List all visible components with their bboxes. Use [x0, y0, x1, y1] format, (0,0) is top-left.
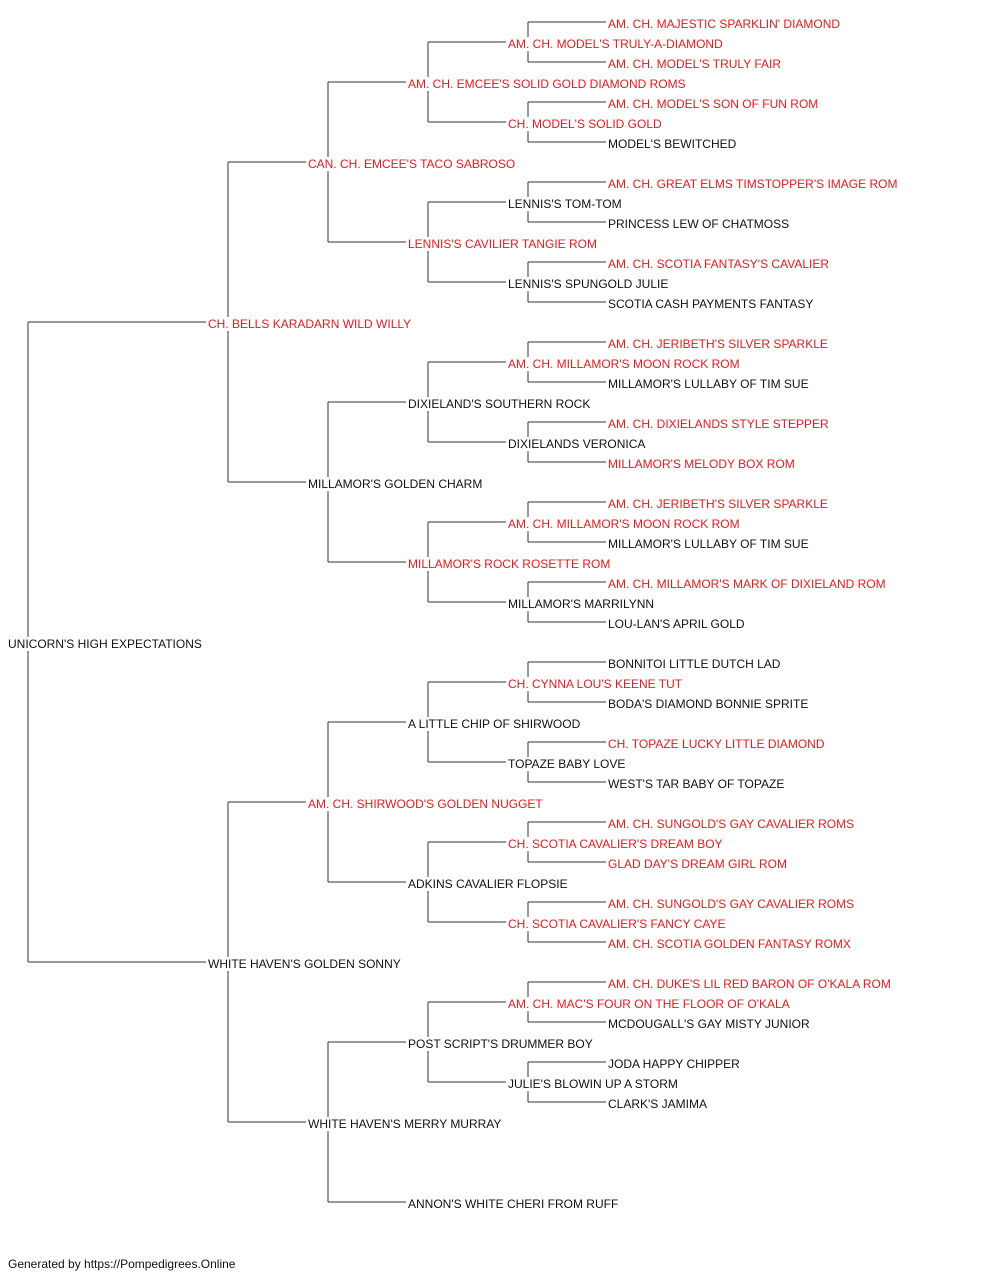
pedigree-entry-gen-5: AM. CH. SCOTIA FANTASY'S CAVALIER: [607, 257, 831, 271]
pedigree-entry-gen-5: BONNITOI LITTLE DUTCH LAD: [607, 657, 782, 671]
footer-credit: Generated by https://Pompedigrees.Online: [8, 1257, 236, 1271]
pedigree-entry-gen-2: AM. CH. SHIRWOOD'S GOLDEN NUGGET: [307, 797, 544, 811]
pedigree-entry-gen-5: AM. CH. MODEL'S TRULY FAIR: [607, 57, 782, 71]
pedigree-entry-gen-3: ADKINS CAVALIER FLOPSIE: [407, 877, 569, 891]
pedigree-entry-gen-3: A LITTLE CHIP OF SHIRWOOD: [407, 717, 582, 731]
pedigree-entry-gen-5: AM. CH. SCOTIA GOLDEN FANTASY ROMX: [607, 937, 852, 951]
pedigree-entry-gen-3: MILLAMOR'S ROCK ROSETTE ROM: [407, 557, 612, 571]
pedigree-entry-gen-4: MILLAMOR'S MARRILYNN: [507, 597, 656, 611]
pedigree-entry-gen-4: AM. CH. MAC'S FOUR ON THE FLOOR OF O'KAL…: [507, 997, 791, 1011]
pedigree-entry-gen-4: CH. MODEL'S SOLID GOLD: [507, 117, 663, 131]
pedigree-entry-gen-5: WEST'S TAR BABY OF TOPAZE: [607, 777, 786, 791]
pedigree-entry-gen-5: AM. CH. GREAT ELMS TIMSTOPPER'S IMAGE RO…: [607, 177, 899, 191]
pedigree-entry-gen-3: DIXIELAND'S SOUTHERN ROCK: [407, 397, 592, 411]
pedigree-entry-gen-4: DIXIELANDS VERONICA: [507, 437, 647, 451]
pedigree-entry-gen-4: JULIE'S BLOWIN UP A STORM: [507, 1077, 679, 1091]
pedigree-entry-gen-2: CAN. CH. EMCEE'S TACO SABROSO: [307, 157, 517, 171]
pedigree-entry-gen-2: MILLAMOR'S GOLDEN CHARM: [307, 477, 484, 491]
pedigree-entry-gen-5: MILLAMOR'S MELODY BOX ROM: [607, 457, 796, 471]
pedigree-entry-gen-0: UNICORN'S HIGH EXPECTATIONS: [7, 637, 203, 651]
pedigree-entry-gen-1: CH. BELLS KARADARN WILD WILLY: [207, 317, 413, 331]
pedigree-entry-gen-5: MODEL'S BEWITCHED: [607, 137, 738, 151]
pedigree-entry-gen-4: AM. CH. MILLAMOR'S MOON ROCK ROM: [507, 517, 741, 531]
pedigree-entry-gen-4: CH. SCOTIA CAVALIER'S DREAM BOY: [507, 837, 724, 851]
pedigree-entry-gen-3: POST SCRIPT'S DRUMMER BOY: [407, 1037, 594, 1051]
pedigree-entry-gen-5: AM. CH. SUNGOLD'S GAY CAVALIER ROMS: [607, 817, 856, 831]
pedigree-entry-gen-4: LENNIS'S SPUNGOLD JULIE: [507, 277, 670, 291]
pedigree-entry-gen-5: AM. CH. JERIBETH'S SILVER SPARKLE: [607, 497, 829, 511]
pedigree-entry-gen-4: AM. CH. MILLAMOR'S MOON ROCK ROM: [507, 357, 741, 371]
pedigree-entry-gen-5: PRINCESS LEW OF CHATMOSS: [607, 217, 791, 231]
pedigree-entry-gen-2: WHITE HAVEN'S MERRY MURRAY: [307, 1117, 503, 1131]
pedigree-entry-gen-5: MCDOUGALL'S GAY MISTY JUNIOR: [607, 1017, 811, 1031]
pedigree-entry-gen-4: TOPAZE BABY LOVE: [507, 757, 627, 771]
pedigree-entry-gen-5: AM. CH. MAJESTIC SPARKLIN' DIAMOND: [607, 17, 842, 31]
pedigree-entry-gen-5: GLAD DAY'S DREAM GIRL ROM: [607, 857, 788, 871]
pedigree-entry-gen-5: AM. CH. SUNGOLD'S GAY CAVALIER ROMS: [607, 897, 856, 911]
pedigree-entry-gen-3: AM. CH. EMCEE'S SOLID GOLD DIAMOND ROMS: [407, 77, 687, 91]
pedigree-entry-gen-5: CH. TOPAZE LUCKY LITTLE DIAMOND: [607, 737, 826, 751]
pedigree-entry-gen-5: BODA'S DIAMOND BONNIE SPRITE: [607, 697, 810, 711]
pedigree-entry-gen-5: AM. CH. JERIBETH'S SILVER SPARKLE: [607, 337, 829, 351]
pedigree-entry-gen-4: AM. CH. MODEL'S TRULY-A-DIAMOND: [507, 37, 724, 51]
pedigree-entry-gen-5: AM. CH. MODEL'S SON OF FUN ROM: [607, 97, 820, 111]
pedigree-entry-gen-5: JODA HAPPY CHIPPER: [607, 1057, 741, 1071]
pedigree-entry-gen-1: WHITE HAVEN'S GOLDEN SONNY: [207, 957, 402, 971]
pedigree-entry-gen-5: LOU-LAN'S APRIL GOLD: [607, 617, 746, 631]
pedigree-entry-gen-5: MILLAMOR'S LULLABY OF TIM SUE: [607, 537, 810, 551]
pedigree-entry-gen-4: CH. SCOTIA CAVALIER'S FANCY CAYE: [507, 917, 727, 931]
pedigree-entry-gen-5: AM. CH. MILLAMOR'S MARK OF DIXIELAND ROM: [607, 577, 887, 591]
pedigree-entry-gen-3: LENNIS'S CAVILIER TANGIE ROM: [407, 237, 598, 251]
pedigree-entry-gen-4: LENNIS'S TOM-TOM: [507, 197, 623, 211]
pedigree-entry-gen-5: MILLAMOR'S LULLABY OF TIM SUE: [607, 377, 810, 391]
pedigree-entry-gen-4: CH. CYNNA LOU'S KEENE TUT: [507, 677, 684, 691]
pedigree-entry-gen-5: AM. CH. DUKE'S LIL RED BARON OF O'KALA R…: [607, 977, 892, 991]
pedigree-entry-gen-5: AM. CH. DIXIELANDS STYLE STEPPER: [607, 417, 830, 431]
pedigree-entry-gen-5: CLARK'S JAMIMA: [607, 1097, 708, 1111]
pedigree-entry-gen-3: ANNON'S WHITE CHERI FROM RUFF: [407, 1197, 620, 1211]
pedigree-entry-gen-5: SCOTIA CASH PAYMENTS FANTASY: [607, 297, 815, 311]
